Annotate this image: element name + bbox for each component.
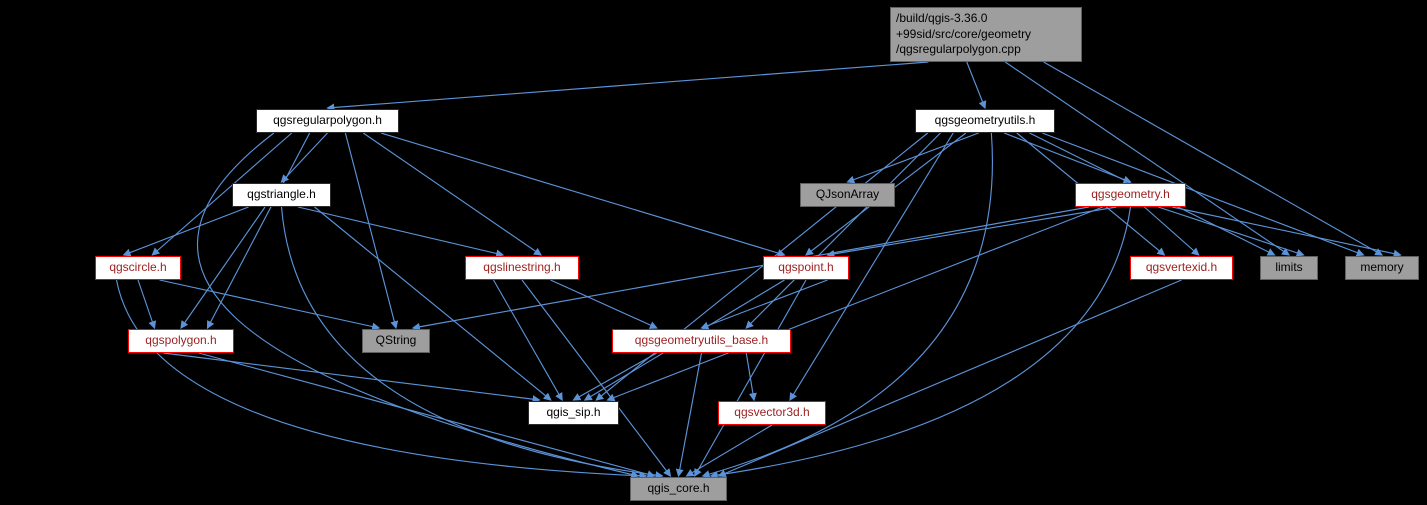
edge-circle-polygon (137, 279, 157, 330)
edge-geometryutils-memory (1042, 132, 1365, 257)
edge-triangle-polygon (180, 206, 266, 329)
edge-triangle-circle (122, 206, 249, 257)
edge-geometryutils-sip (595, 132, 929, 401)
edge-regularpolygon-point (380, 132, 786, 257)
node-memory: memory (1345, 256, 1419, 280)
node-geometryutils[interactable]: qgsgeometryutils.h (915, 109, 1055, 133)
edge-geometry-core (709, 206, 1132, 480)
edge-geometry-limits (1158, 206, 1305, 257)
node-vertexid[interactable]: qgsvertexid.h (1130, 256, 1233, 280)
edge-circle-core (115, 279, 648, 480)
node-geometry[interactable]: qgsgeometry.h (1075, 183, 1186, 207)
edge-regularpolygon-triangle (280, 132, 328, 183)
node-polygon[interactable]: qgspolygon.h (128, 329, 234, 353)
edge-point-utilsbase (700, 279, 828, 330)
edge-geometry-sip (606, 206, 1103, 402)
node-utilsbase[interactable]: qgsgeometryutils_base.h (612, 329, 791, 353)
edge-cpp-memory (1043, 61, 1384, 256)
edge-triangle-linestring (297, 206, 505, 258)
node-circle[interactable]: qgscircle.h (95, 256, 181, 280)
node-cpp: /build/qgis-3.36.0 +99sid/src/core/geome… (890, 7, 1082, 62)
edge-geometryutils-core (701, 132, 993, 479)
edge-linestring-utilsbase (550, 279, 658, 329)
node-vector3d[interactable]: qgsvector3d.h (718, 401, 826, 425)
node-triangle[interactable]: qgstriangle.h (232, 183, 331, 207)
edge-geometryutils-qjsonarray (846, 132, 979, 184)
edge-vertexid-core (717, 279, 1182, 478)
edge-utilsbase-vector3d (745, 352, 757, 402)
edge-geometry-vertexid (1143, 206, 1200, 256)
node-limits: limits (1260, 256, 1318, 280)
edge-cpp-regularpolygon (326, 61, 929, 112)
node-qjsonarray: QJsonArray (800, 183, 895, 207)
node-point[interactable]: qgspoint.h (763, 256, 849, 280)
edge-geometryutils-utilsbase (745, 132, 941, 329)
node-regularpolygon[interactable]: qgsregularpolygon.h (256, 109, 399, 133)
edge-linestring-core (521, 279, 672, 477)
edge-triangle-sip (314, 206, 552, 401)
edge-regularpolygon-polygon (206, 132, 311, 330)
edge-regularpolygon-qstring (344, 132, 399, 330)
edge-triangle-core (280, 206, 664, 480)
edge-cpp-limits (1004, 61, 1290, 256)
edge-vector3d-core (685, 424, 773, 477)
edge-geometryutils-vector3d (789, 132, 954, 402)
edge-geometry-qstring (411, 206, 1089, 331)
node-linestring[interactable]: qgslinestring.h (465, 256, 579, 280)
edge-linestring-sip (493, 279, 563, 402)
edge-geometry-point (826, 206, 1117, 258)
edge-geometryutils-geometry (1003, 132, 1132, 184)
edge-utilsbase-core (675, 352, 703, 478)
node-qstring: QString (362, 329, 430, 353)
edge-polygon-core (198, 352, 656, 479)
edge-circle-qstring (159, 279, 381, 331)
edge-geometry-memory (1172, 206, 1402, 258)
edge-regularpolygon-linestring (362, 132, 542, 256)
node-sip[interactable]: qgis_sip.h (528, 401, 619, 425)
edge-utilsbase-sip (572, 352, 658, 401)
node-core: qgis_core.h (630, 477, 727, 501)
edge-polygon-sip (163, 352, 541, 404)
edge-cpp-geometryutils (966, 61, 987, 110)
